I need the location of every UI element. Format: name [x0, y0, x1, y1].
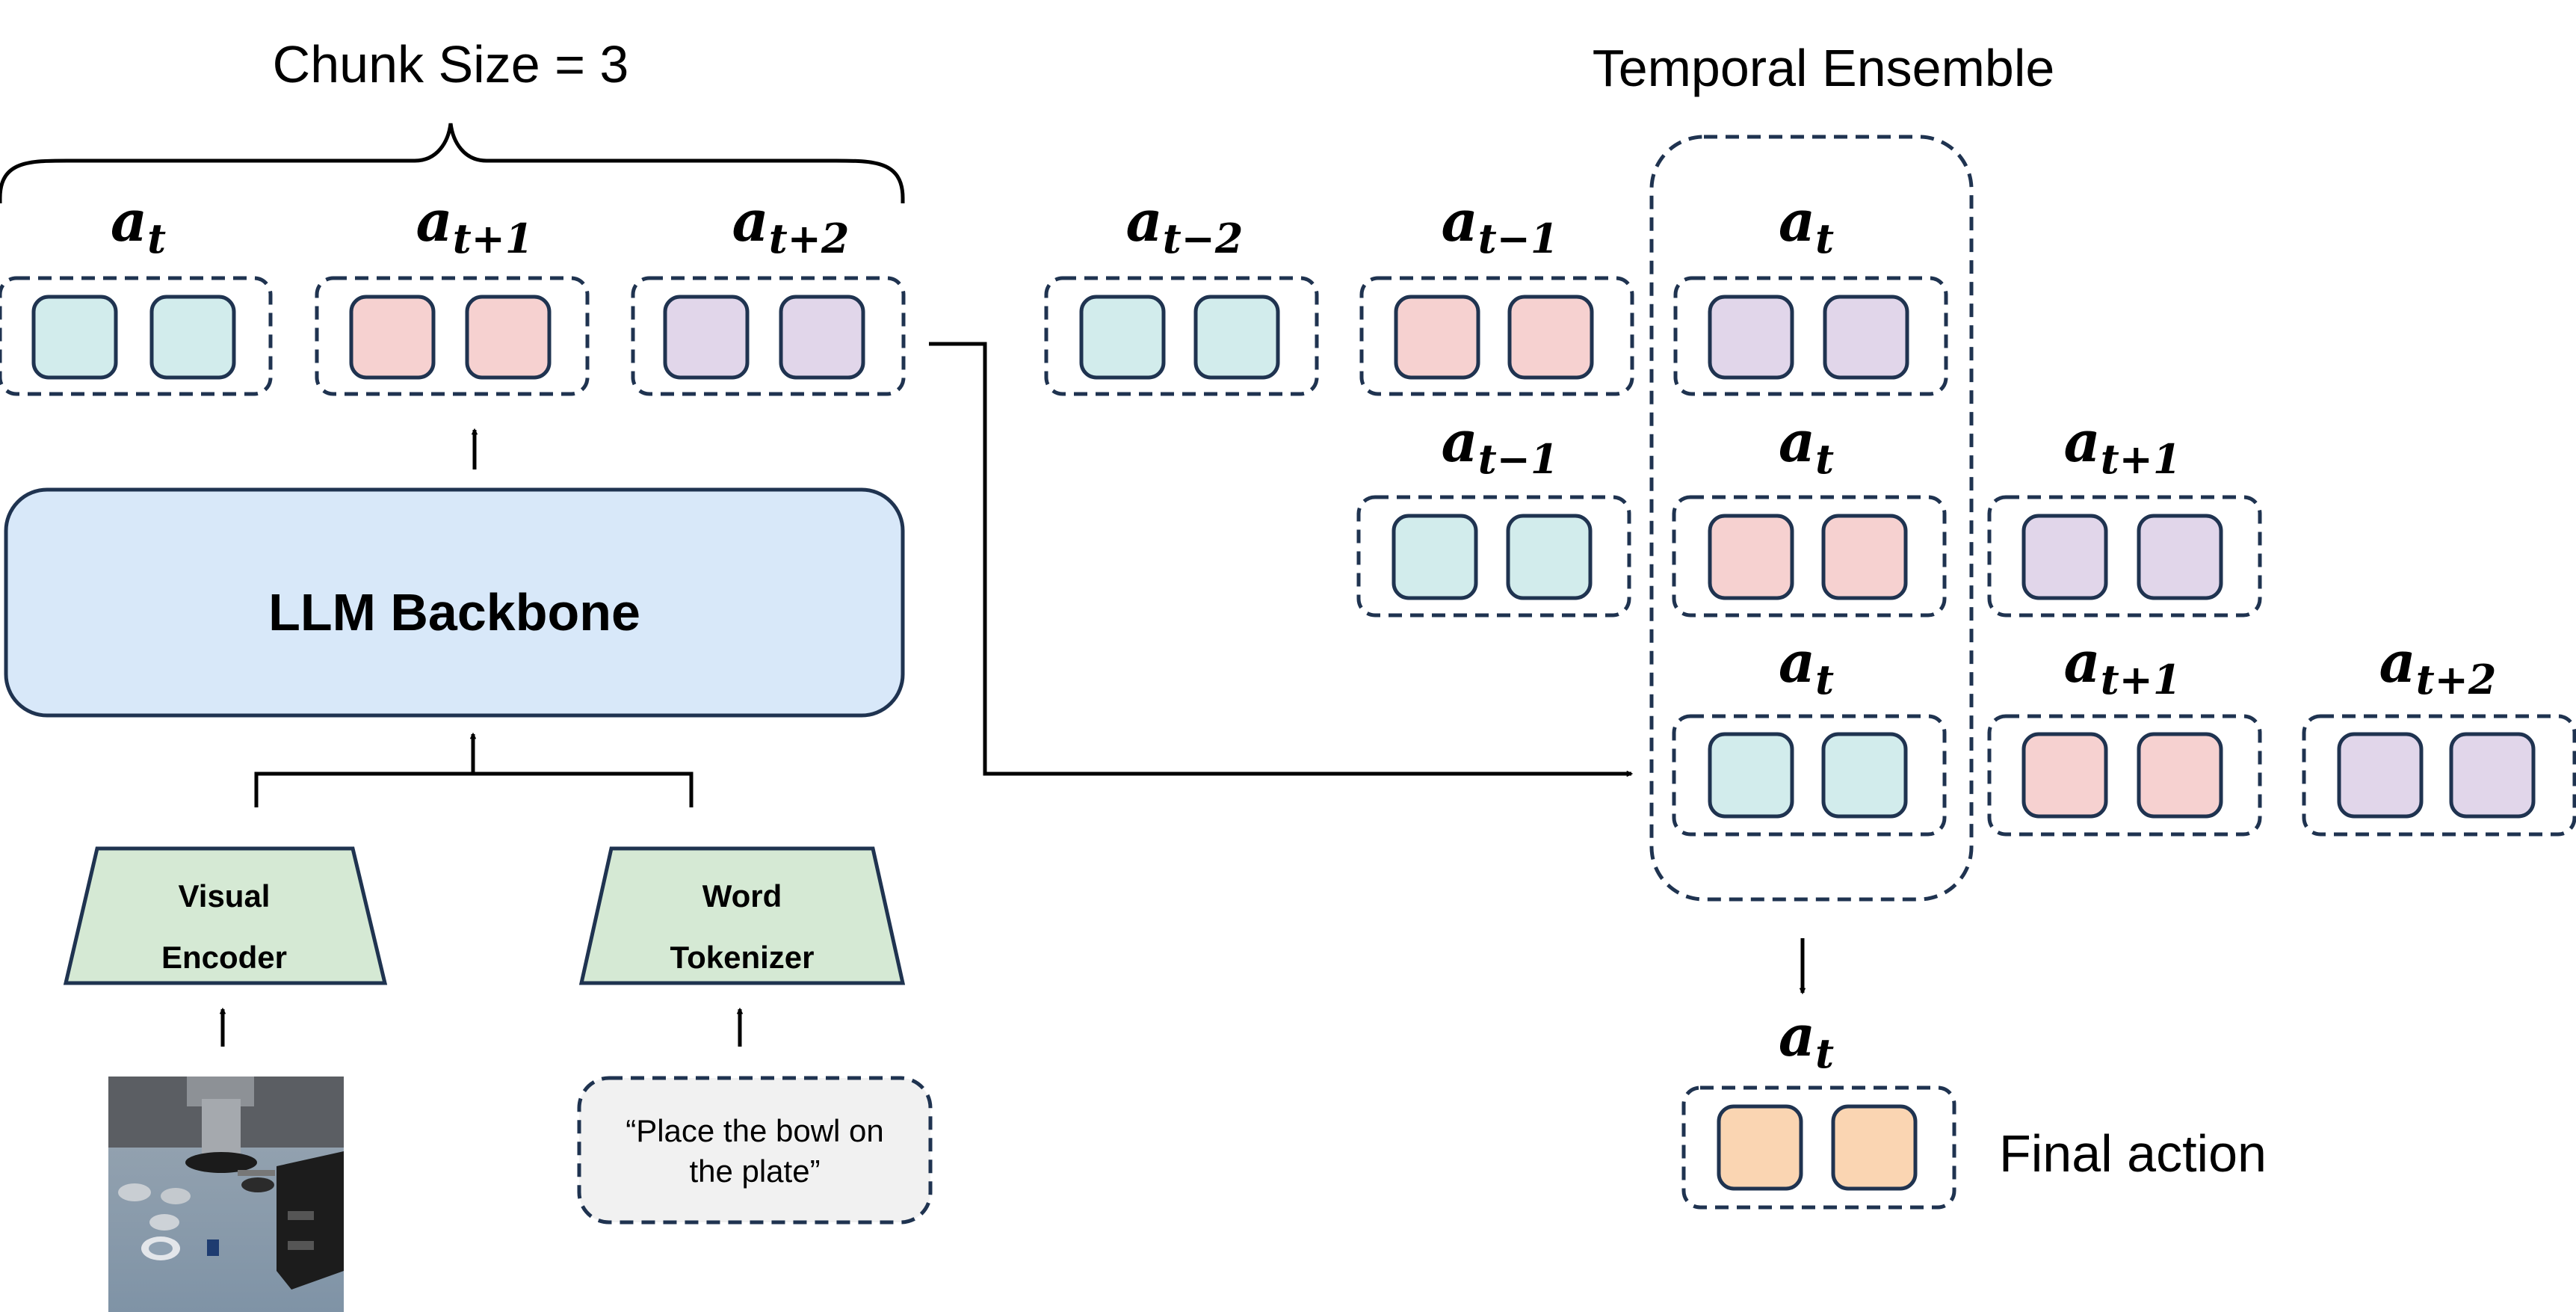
visual-encoder-line2: Encoder [161, 940, 287, 975]
chunk-label-at2: at+2 [732, 188, 849, 262]
final-action-text: Final action [1999, 1124, 2267, 1183]
row1-label-at: at [1779, 188, 1834, 262]
token-lavender [2021, 514, 2108, 600]
temporal-ensemble-title: Temporal Ensemble [1593, 39, 2055, 97]
row2-group-2 [1672, 495, 1947, 617]
chunk-label-at: at [111, 188, 166, 262]
llm-backbone-box [4, 487, 905, 718]
token-lavender [2137, 514, 2223, 600]
chunk-action-group-t2 [631, 276, 906, 396]
chunk-label-at1-sub: t+1 [453, 215, 534, 262]
token-lavender [2449, 732, 2536, 819]
row1-label-at-1: at−1 [1441, 188, 1558, 262]
token-lavender [779, 295, 865, 380]
row1-label-at-sub: t [1815, 215, 1834, 262]
row3-label-at-sub: t [1815, 656, 1834, 703]
row3-label-at: at [1779, 629, 1834, 703]
row1-label-at-2: at−2 [1125, 188, 1243, 262]
final-action-group [1681, 1085, 1956, 1210]
token-lavender [663, 295, 750, 380]
row3-label-at1-sub: t+1 [2101, 656, 2181, 703]
row2-label-at1-sub: t+1 [2101, 435, 2181, 483]
instruction-line1: “Place the bowl on [626, 1113, 884, 1148]
row1-label-at-2-sub: t−2 [1163, 215, 1244, 262]
row2-label-at-sub: t [1815, 435, 1834, 483]
token-teal [1079, 295, 1166, 380]
token-teal [1506, 514, 1593, 600]
row1-group-3 [1673, 276, 1948, 396]
row3-label-at2-sub: t+2 [2416, 656, 2497, 703]
token-pink [349, 295, 436, 380]
chunk-label-at1: at+1 [416, 188, 533, 262]
word-tokenizer-box [578, 846, 906, 985]
chunk-label-at-sub: t [147, 215, 166, 262]
token-pink [1394, 295, 1480, 380]
token-pink [2137, 732, 2223, 819]
chunk-label-at2-sub: t+2 [769, 215, 850, 262]
token-orange [1831, 1104, 1918, 1191]
token-pink [465, 295, 552, 380]
chunk-size-title: Chunk Size = 3 [273, 35, 629, 93]
row2-label-at1: at+1 [2063, 408, 2181, 483]
instruction-box [577, 1076, 933, 1225]
visual-encoder-line1: Visual [179, 878, 271, 914]
visual-encoder-box [63, 846, 388, 985]
row2-label-at: at [1779, 408, 1834, 483]
row2-label-at-1: at−1 [1441, 408, 1558, 483]
token-teal [1193, 295, 1280, 380]
row2-label-at-1-sub: t−1 [1478, 435, 1559, 483]
instruction-line2: the plate” [689, 1154, 820, 1189]
row1-group-2 [1359, 276, 1634, 396]
row2-group-3 [1987, 495, 2262, 617]
chunk-action-group-t [0, 276, 273, 396]
token-pink [1507, 295, 1594, 380]
token-lavender [2337, 732, 2424, 819]
token-teal [31, 295, 118, 380]
encoder-merge-connector [254, 772, 694, 807]
token-pink [1708, 514, 1794, 600]
robot-scene-image [108, 1077, 344, 1312]
row3-label-at1: at+1 [2063, 629, 2181, 703]
token-pink [2021, 732, 2108, 819]
token-teal [1392, 514, 1478, 600]
row2-group-1 [1356, 495, 1631, 617]
chunk-action-group-t1 [315, 276, 590, 396]
word-tokenizer-line1: Word [702, 878, 782, 914]
chunk-to-ensemble-arrow [929, 342, 1634, 777]
token-lavender [1823, 295, 1909, 380]
word-tokenizer-line2: Tokenizer [670, 940, 815, 975]
token-teal [1708, 732, 1794, 819]
row1-label-at-1-sub: t−1 [1478, 215, 1559, 262]
token-teal [149, 295, 236, 380]
final-action-label-sub: t [1815, 1029, 1834, 1077]
token-orange [1717, 1104, 1803, 1191]
token-pink [1821, 514, 1908, 600]
token-lavender [1708, 295, 1794, 380]
final-action-label: at [1779, 1003, 1834, 1077]
row3-label-at2: at+2 [2379, 629, 2496, 703]
row3-group-1 [1672, 714, 1947, 837]
token-teal [1821, 732, 1908, 819]
llm-backbone-label: LLM Backbone [268, 583, 640, 641]
row3-group-2 [1987, 714, 2262, 837]
row1-group-1 [1044, 276, 1319, 396]
row3-group-3 [2302, 714, 2576, 837]
chunk-brace [0, 123, 905, 203]
